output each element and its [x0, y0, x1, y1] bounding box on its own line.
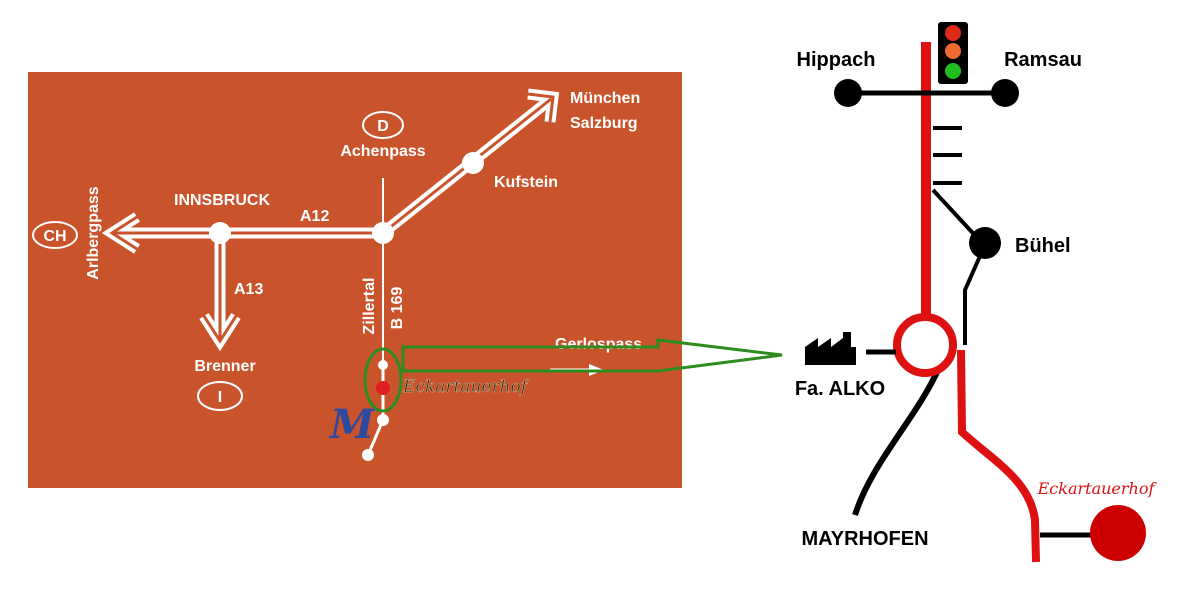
kufstein-node	[462, 152, 484, 174]
mayrhofen-road	[852, 368, 941, 516]
buehel-label: Bühel	[1015, 235, 1071, 257]
traffic-light-orange	[945, 43, 961, 59]
destination-label: Eckartauerhof	[1037, 479, 1158, 498]
italy-badge-label: I	[218, 389, 222, 406]
switzerland-badge-label: CH	[43, 228, 66, 245]
a12-label: A12	[300, 208, 329, 225]
muenchen-label: München	[570, 90, 640, 107]
arlberg-arrow-head-inner	[109, 215, 138, 251]
traffic-light-green	[945, 63, 961, 79]
overview-map-background	[28, 72, 682, 488]
mayrhofen-node	[377, 414, 389, 426]
kufstein-label: Kufstein	[494, 174, 558, 191]
germany-badge-label: D	[377, 118, 389, 135]
zoom-pointer-arrow	[401, 338, 783, 373]
village-node	[378, 360, 388, 370]
a13-label: A13	[234, 281, 263, 298]
brenner-label: Brenner	[194, 358, 255, 375]
innsbruck-node	[209, 222, 231, 244]
salzburg-label: Salzburg	[570, 115, 638, 132]
roundabout	[893, 313, 957, 377]
detail-map: Hippach Ramsau Bühel MAYRHOFEN Fa. ALKO	[795, 22, 1158, 563]
main-route-south	[957, 349, 1040, 563]
alko-label: Fa. ALKO	[795, 378, 885, 400]
zillertal-junction-node	[372, 222, 394, 244]
southern-node	[362, 449, 374, 461]
innsbruck-label: INNSBRUCK	[174, 192, 270, 209]
hippach-label: Hippach	[797, 49, 876, 71]
muenchen-arrow-head-inner	[527, 92, 555, 123]
overview-map: D CH I München Salzburg Achenpass Kufste…	[28, 72, 682, 488]
buehel-south-road	[963, 255, 982, 345]
gerlospass-label: Gerlospass	[555, 336, 642, 353]
traffic-light-red	[945, 25, 961, 41]
hippach-node	[834, 79, 862, 107]
ramsau-label: Ramsau	[1004, 49, 1082, 71]
brenner-arrow-head-inner	[202, 315, 238, 344]
highlight-ellipse	[363, 347, 403, 413]
eckartauerhof-marker	[376, 381, 390, 395]
zillertal-label: Zillertal	[361, 278, 378, 335]
b169-label: B 169	[389, 287, 406, 330]
germany-badge	[362, 111, 404, 139]
buehel-node	[969, 227, 1001, 259]
arlbergpass-label: Arlbergpass	[85, 186, 102, 279]
switzerland-badge	[32, 221, 78, 249]
destination-marker	[1090, 505, 1146, 561]
ramsau-node	[991, 79, 1019, 107]
eckartauerhof-overview-label: Eckartauerhof	[402, 377, 530, 397]
italy-badge	[197, 381, 243, 411]
achenpass-label: Achenpass	[340, 143, 425, 160]
traffic-light-icon	[938, 22, 968, 84]
mayrhofen-label: MAYRHOFEN	[801, 528, 928, 550]
regional-logo: M	[328, 401, 376, 448]
factory-icon	[805, 332, 856, 365]
